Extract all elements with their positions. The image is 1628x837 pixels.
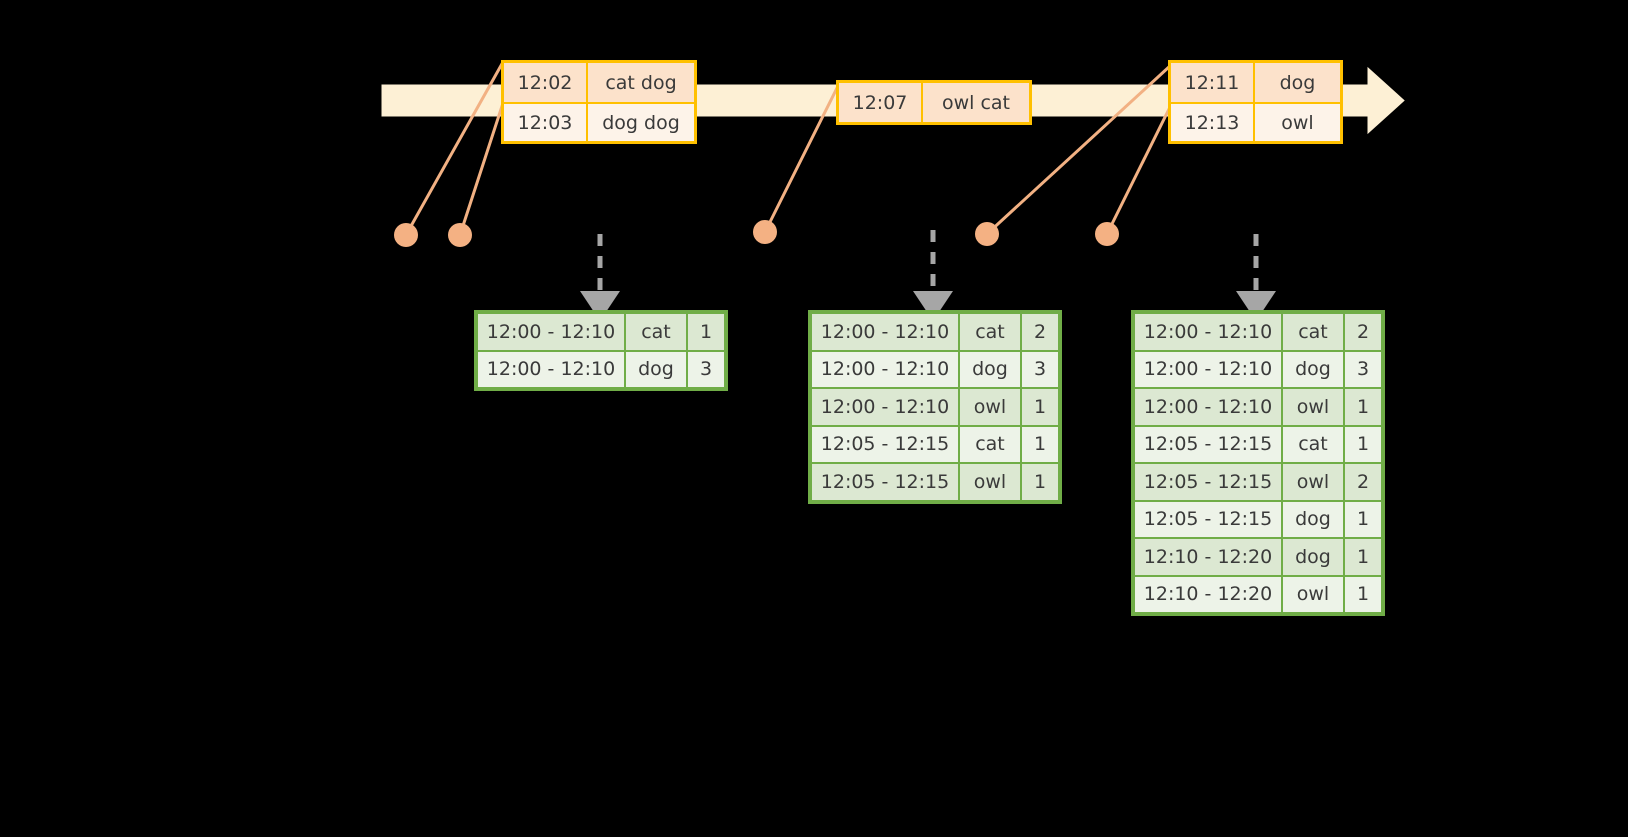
- event-dot-1-connector: [404, 60, 505, 237]
- count-cell: 3: [1344, 350, 1382, 388]
- event-dot-4: [975, 222, 999, 246]
- event-words: dog dog: [588, 104, 694, 141]
- count-cell: 1: [1344, 500, 1382, 538]
- count-cell: 1: [1344, 388, 1382, 426]
- count-cell: 1: [1021, 425, 1059, 463]
- window-cell: 12:00 - 12:10: [1134, 350, 1282, 388]
- count-cell: 2: [1344, 463, 1382, 501]
- window-cell: 12:00 - 12:10: [1134, 313, 1282, 351]
- word-cell: dog: [1282, 500, 1344, 538]
- window-cell: 12:00 - 12:10: [811, 388, 959, 426]
- window-cell: 12:10 - 12:20: [1134, 538, 1282, 576]
- word-cell: cat: [1282, 425, 1344, 463]
- window-cell: 12:05 - 12:15: [1134, 463, 1282, 501]
- count-cell: 2: [1344, 313, 1382, 351]
- word-cell: owl: [959, 388, 1021, 426]
- word-cell: cat: [1282, 313, 1344, 351]
- count-cell: 1: [1344, 425, 1382, 463]
- event-time: 12:13: [1171, 104, 1255, 141]
- window-cell: 12:05 - 12:15: [1134, 425, 1282, 463]
- window-cell: 12:05 - 12:15: [811, 463, 959, 501]
- event-dot-5-connector: [1105, 101, 1174, 236]
- count-cell: 1: [1021, 388, 1059, 426]
- window-cell: 12:00 - 12:10: [1134, 388, 1282, 426]
- word-cell: owl: [1282, 463, 1344, 501]
- count-cell: 1: [1021, 463, 1059, 501]
- count-cell: 1: [1344, 575, 1382, 613]
- event-dot-1: [394, 223, 418, 247]
- word-cell: dog: [1282, 538, 1344, 576]
- event-words: owl: [1255, 104, 1340, 141]
- window-cell: 12:00 - 12:10: [811, 350, 959, 388]
- window-cell: 12:00 - 12:10: [477, 350, 625, 388]
- word-cell: owl: [1282, 388, 1344, 426]
- event-dot-3: [753, 220, 777, 244]
- flow-arrows: [580, 230, 1276, 321]
- event-dot-2-connector: [458, 98, 506, 237]
- word-cell: dog: [1282, 350, 1344, 388]
- count-cell: 1: [687, 313, 725, 351]
- word-cell: cat: [625, 313, 687, 351]
- window-cell: 12:05 - 12:15: [811, 425, 959, 463]
- word-cell: owl: [959, 463, 1021, 501]
- event-dots: [394, 220, 1119, 247]
- window-cell: 12:00 - 12:10: [477, 313, 625, 351]
- window-cell: 12:10 - 12:20: [1134, 575, 1282, 613]
- word-cell: dog: [625, 350, 687, 388]
- word-cell: dog: [959, 350, 1021, 388]
- event-time: 12:02: [504, 63, 588, 102]
- word-cell: cat: [959, 313, 1021, 351]
- count-cell: 1: [1344, 538, 1382, 576]
- event-time: 12:07: [839, 83, 923, 122]
- event-words: dog: [1255, 63, 1340, 102]
- word-cell: cat: [959, 425, 1021, 463]
- event-dot-5: [1095, 222, 1119, 246]
- window-cell: 12:05 - 12:15: [1134, 500, 1282, 538]
- event-time: 12:11: [1171, 63, 1255, 102]
- count-cell: 3: [1021, 350, 1059, 388]
- event-words: owl cat: [923, 83, 1029, 122]
- count-cell: 2: [1021, 313, 1059, 351]
- word-cell: owl: [1282, 575, 1344, 613]
- count-cell: 3: [687, 350, 725, 388]
- window-cell: 12:00 - 12:10: [811, 313, 959, 351]
- event-time: 12:03: [504, 104, 588, 141]
- event-dot-2: [448, 223, 472, 247]
- event-dot-3-connector: [763, 80, 842, 234]
- event-words: cat dog: [588, 63, 694, 102]
